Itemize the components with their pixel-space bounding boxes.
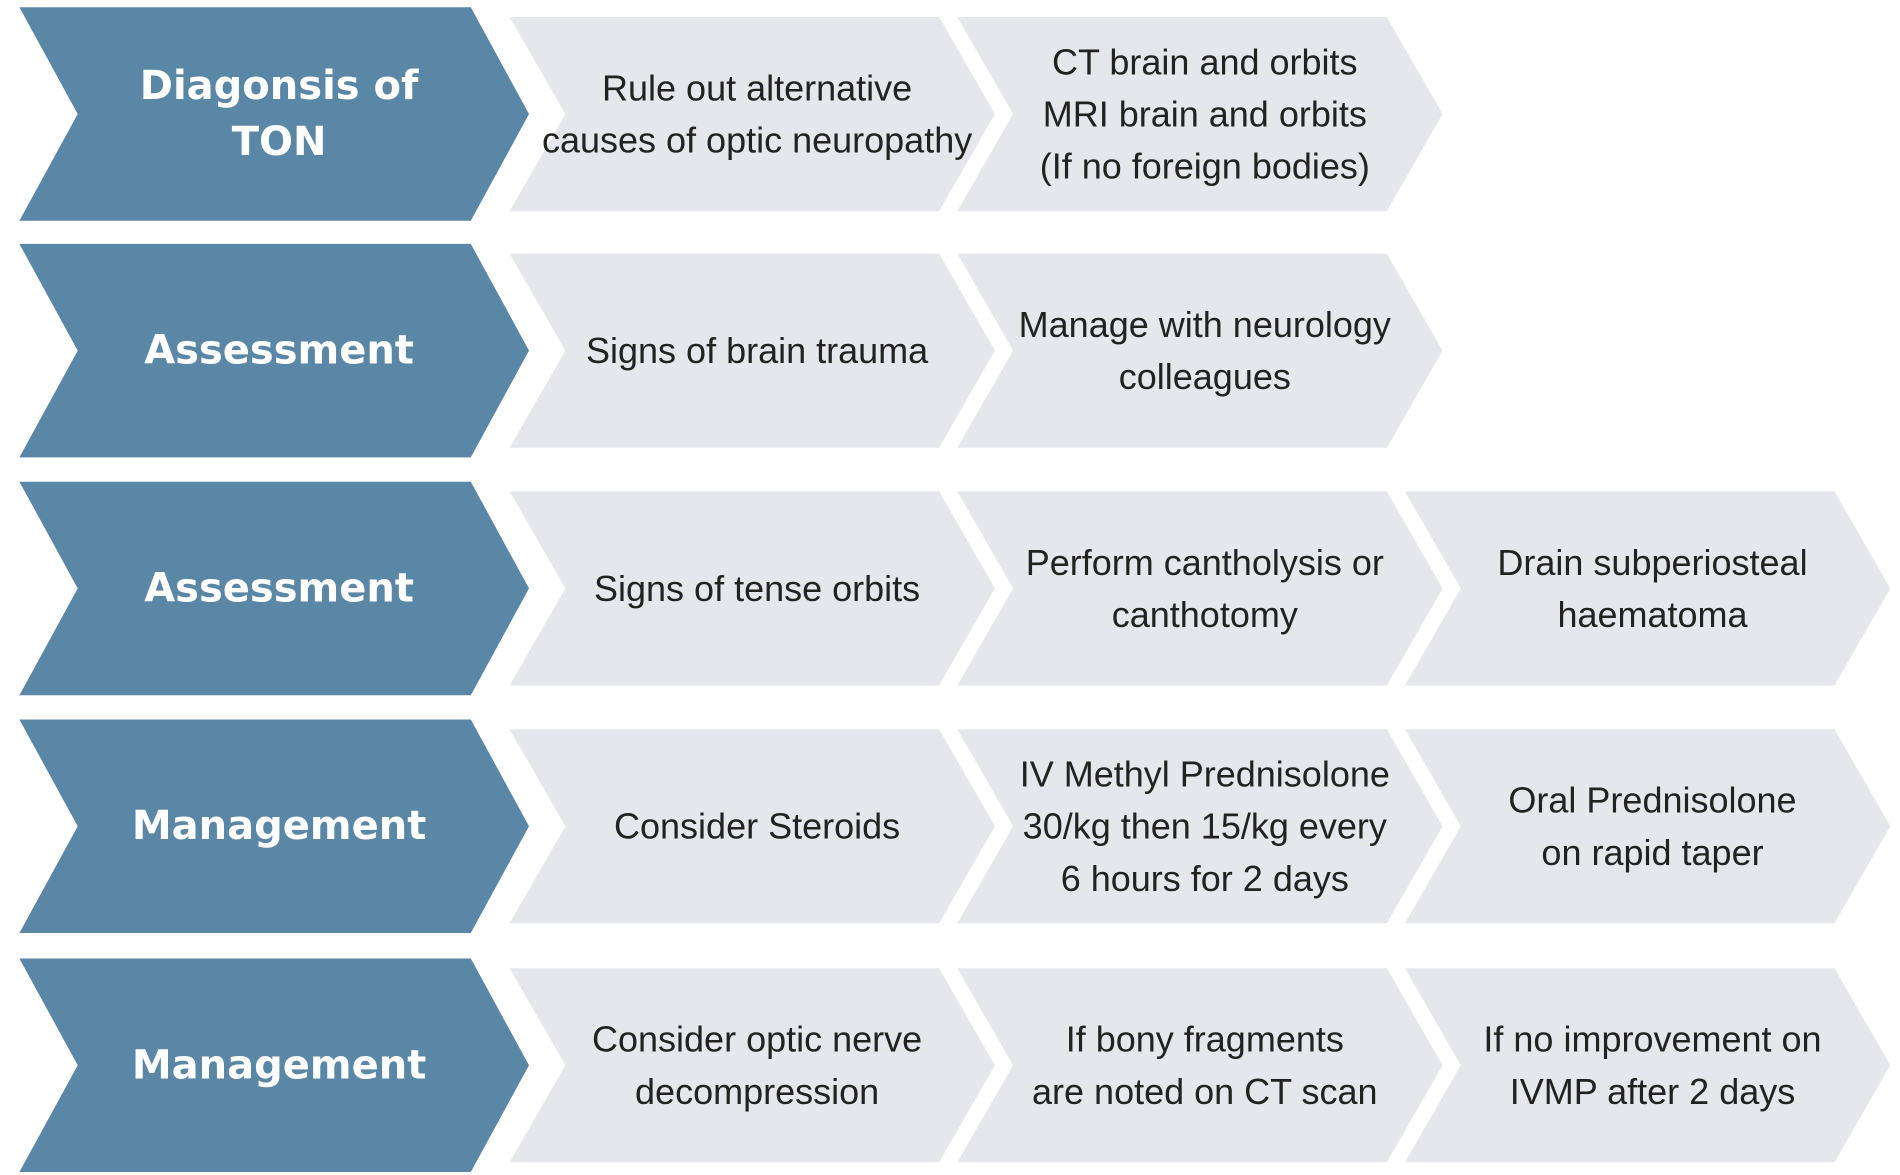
row-header-chevron [19, 958, 530, 1172]
step-chevron [957, 968, 1443, 1163]
row-header-chevron [19, 481, 530, 696]
step-label: Manage with neurology [1019, 304, 1391, 345]
row-header-label: Management [132, 1042, 426, 1088]
step-label: 30/kg then 15/kg every [1023, 806, 1387, 847]
step-chevron [957, 491, 1443, 686]
step-chevron [1405, 968, 1891, 1163]
step-chevron [957, 253, 1443, 448]
step-label: canthotomy [1112, 594, 1298, 635]
step-label: IV Methyl Prednisolone [1020, 754, 1390, 795]
step-chevron [509, 968, 995, 1163]
step-label: decompression [635, 1071, 879, 1112]
step-chevron [957, 17, 1443, 212]
step-chevron [509, 17, 995, 212]
step-chevron [509, 253, 995, 448]
step-chevron [957, 729, 1443, 924]
step-label: on rapid taper [1541, 832, 1763, 873]
step-label: are noted on CT scan [1032, 1071, 1378, 1112]
row-header-label: Assessment [144, 565, 414, 611]
row-header-chevron [19, 7, 530, 221]
row-header-chevron [19, 719, 530, 933]
step-chevron [1405, 729, 1891, 924]
step-label: IVMP after 2 days [1510, 1071, 1795, 1112]
step-chevron [509, 729, 995, 924]
step-label: CT brain and orbits [1052, 41, 1358, 82]
flow-row: Diagonsis of TON Rule out alternative cause… [19, 7, 1443, 221]
step-label: 6 hours for 2 days [1061, 858, 1349, 899]
step-label: Perform cantholysis or [1026, 542, 1384, 583]
flow-row: Management Consider optic nerve decompress… [19, 958, 1891, 1172]
step-label: MRI brain and orbits [1043, 94, 1367, 135]
step-label: Oral Prednisolone [1508, 780, 1796, 821]
step-label: haematoma [1557, 594, 1748, 635]
flow-row: Management Consider Steroids IV Methyl Pre… [19, 719, 1891, 933]
step-label: Signs of tense orbits [594, 568, 920, 609]
step-label: Consider Steroids [614, 806, 900, 847]
step-chevron [1405, 491, 1891, 686]
row-header-label: Assessment [144, 328, 414, 374]
step-label: Rule out alternative [602, 68, 912, 109]
row-header-chevron [19, 243, 530, 458]
step-label: (If no foreign bodies) [1040, 146, 1370, 187]
row-header-label: Management [132, 803, 426, 849]
step-label: Signs of brain trauma [586, 330, 929, 371]
step-chevron [509, 491, 995, 686]
step-label: Drain subperiosteal [1497, 542, 1807, 583]
flow-row: Assessment Signs of tense orbits Perform c… [19, 481, 1891, 696]
step-label: Consider optic nerve [592, 1019, 922, 1060]
step-label: causes of optic neuropathy [542, 120, 972, 161]
step-label: If no improvement on [1483, 1019, 1821, 1060]
row-header-label: Diagonsis of [140, 63, 419, 109]
step-label: colleagues [1119, 356, 1291, 397]
flow-row: Assessment Signs of brain trauma Manage wi… [19, 243, 1443, 458]
step-label: If bony fragments [1066, 1019, 1344, 1060]
row-header-label: TON [232, 119, 327, 165]
